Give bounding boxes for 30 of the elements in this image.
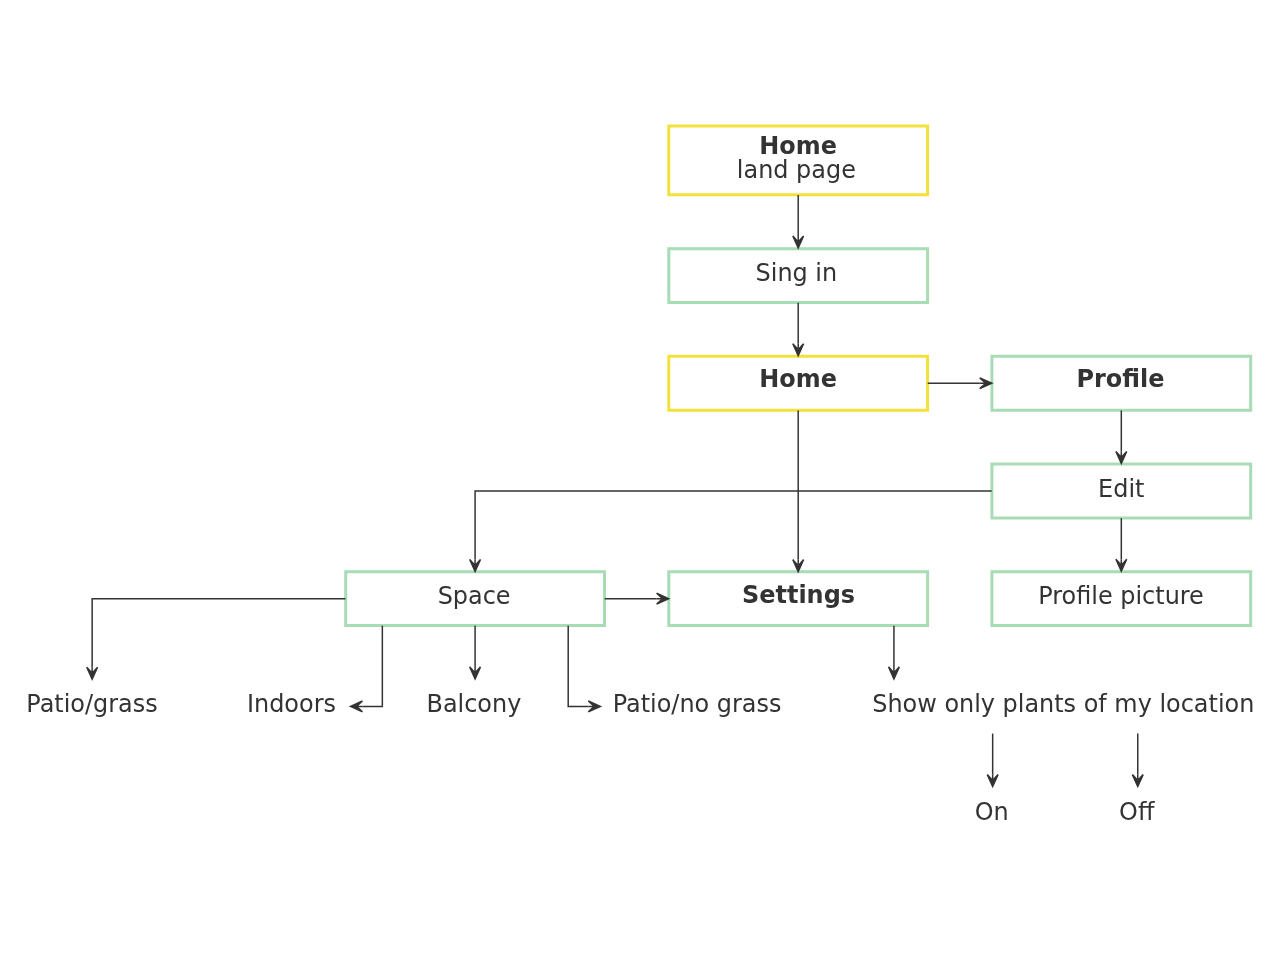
arrow [603, 592, 670, 605]
node-text: Off [1119, 797, 1155, 826]
node-text: On [974, 797, 1009, 826]
node-box: Space [344, 569, 606, 627]
arrow [1115, 516, 1128, 572]
node-box: Settings [667, 569, 930, 627]
node-text: Balcony [426, 689, 522, 718]
node-box: Profile [990, 354, 1253, 412]
node-text: Indoors [246, 689, 336, 718]
arrow [792, 193, 805, 249]
node-box: Edit [990, 462, 1253, 519]
arrow [468, 624, 482, 680]
node-box: Profile picture [990, 569, 1253, 627]
arrow [986, 732, 999, 787]
node-text: Patio/grass [26, 689, 158, 718]
node-text: Patio/no grass [612, 689, 782, 718]
arrow [567, 624, 602, 712]
node-box: Sing in [667, 246, 930, 304]
arrow [349, 624, 384, 712]
node-box: Home land page [667, 124, 930, 196]
arrow [468, 489, 993, 572]
arrow [1115, 409, 1128, 464]
arrow [1131, 732, 1144, 787]
node-text: Show only plants of my location [872, 689, 1255, 718]
arrow [86, 597, 347, 680]
node-box: Home [667, 354, 930, 412]
arrow [927, 376, 993, 389]
arrow [887, 624, 901, 680]
arrow [792, 301, 805, 356]
arrow [792, 409, 805, 572]
